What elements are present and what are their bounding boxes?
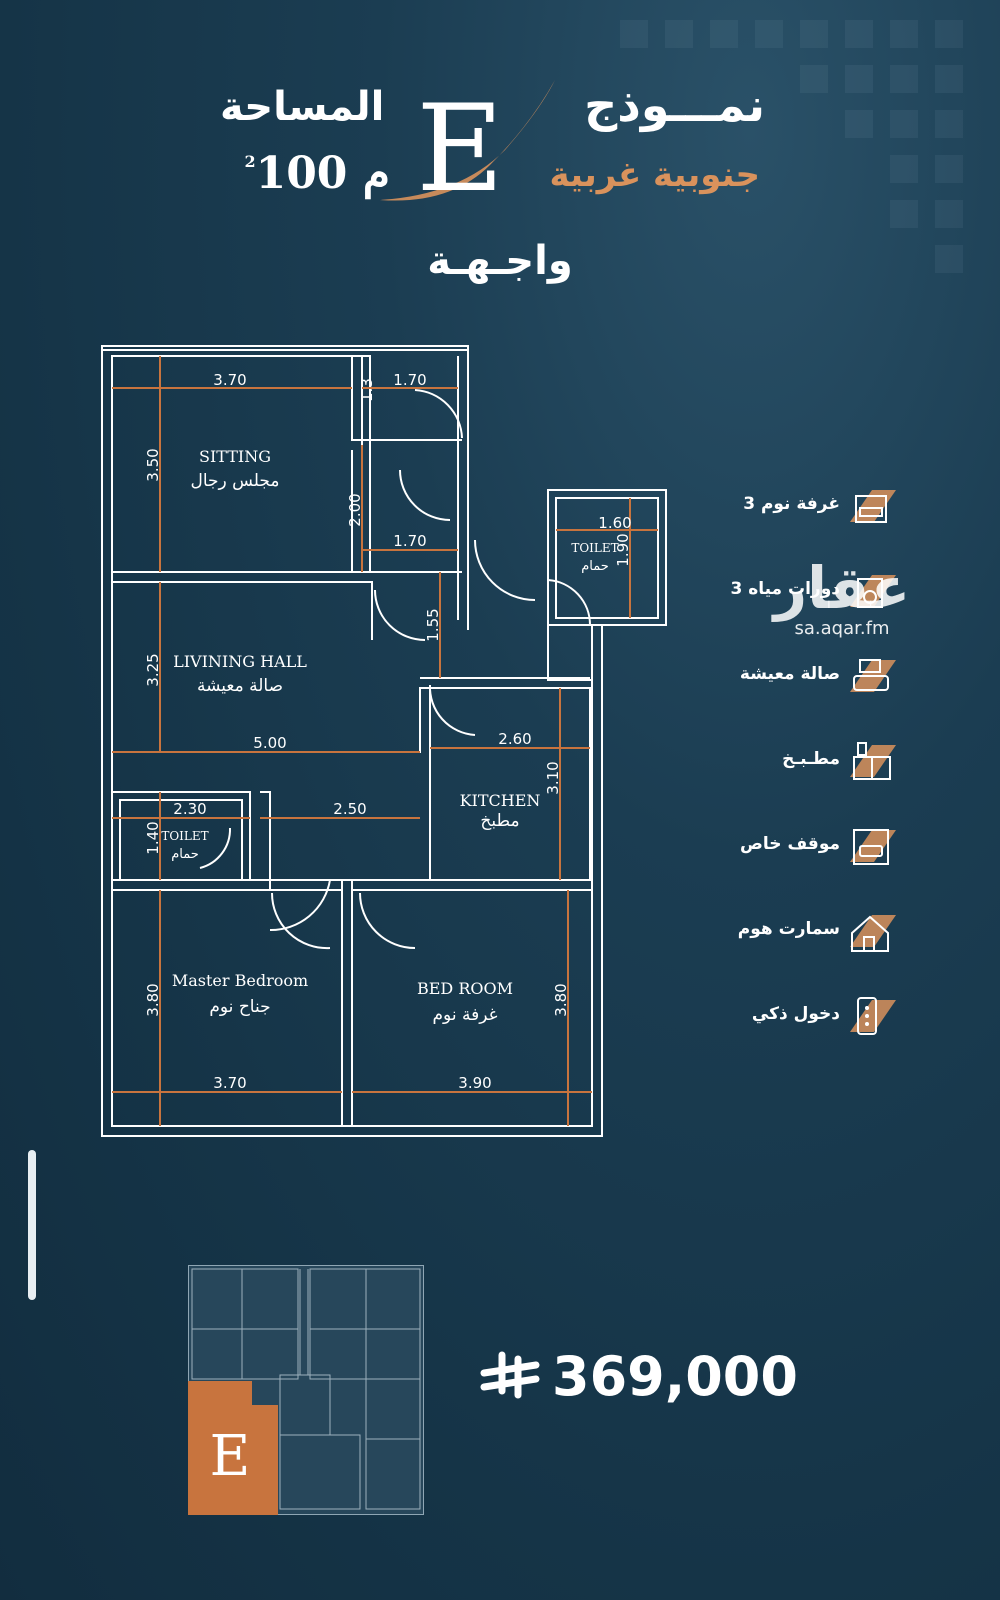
floor-plan: 3.70 1.70 1.3 3.50 2.00 1.70 1.60 1.90 1… (101, 345, 667, 1137)
feature-label: مطـبـخ (782, 749, 840, 769)
room-label-en: TOILET (571, 541, 618, 555)
dim-label: 3.25 (144, 653, 162, 686)
dim-label: 1.40 (144, 821, 162, 854)
price-value: 369,000 (552, 1345, 798, 1408)
area-label: المساحة (220, 84, 385, 130)
riyal-icon (480, 1351, 540, 1399)
dim-label: 2.60 (498, 730, 531, 748)
price: 369,000 (480, 1345, 820, 1415)
room-label-en: BED ROOM (417, 979, 513, 998)
dim-label: 3.70 (213, 1074, 246, 1092)
room-label-en: Master Bedroom (172, 971, 308, 990)
room-label-en: TOILET (161, 829, 208, 843)
watermark-logo: عقار (773, 554, 911, 622)
area-unit-sup: 2 (244, 152, 256, 171)
parking-icon (850, 829, 896, 865)
room-label-ar: غرفة نوم (433, 1005, 498, 1025)
feature-item: 3 غرفة نوم (700, 480, 910, 540)
dim-label: 2.50 (333, 800, 366, 818)
dim-label: 2.30 (173, 800, 206, 818)
feature-item: 3 دورات مياه (700, 565, 910, 625)
model-letter-logo: E (380, 80, 555, 219)
feature-label: 3 دورات مياه (730, 579, 840, 599)
feature-label: دخول ذكي (751, 1004, 840, 1024)
watermark: عقار sa.aqar.fm (762, 558, 922, 658)
dim-label: 3.50 (144, 448, 162, 481)
area-number: 100 م (255, 148, 390, 199)
smart-home-icon (850, 915, 896, 952)
room-label-ar: مطبخ (480, 811, 519, 831)
kitchen-icon (850, 742, 896, 780)
dim-label: 3.80 (552, 983, 570, 1016)
dim-label: 5.00 (253, 734, 286, 752)
dim-label: 3.10 (544, 761, 562, 794)
dim-label: 3.90 (458, 1074, 491, 1092)
dim-label: 2.00 (346, 493, 364, 526)
bathroom-icon (850, 575, 896, 608)
room-label-ar: مجلس رجال (190, 471, 279, 491)
feature-label: 3 غرفة نوم (743, 494, 840, 514)
dim-label: 1.3 (358, 378, 376, 402)
facade-label: واجـهـة (427, 238, 573, 284)
feature-item: موقف خاص (700, 820, 910, 880)
living-room-icon (850, 659, 896, 692)
mini-plan-letter: E (210, 1424, 251, 1489)
model-letter: E (416, 80, 504, 219)
feature-item: صالة معيشة (700, 650, 910, 710)
dim-label: 1.70 (393, 371, 426, 389)
feature-item: دخول ذكي (700, 990, 910, 1050)
feature-label: سمارت هوم (737, 919, 840, 939)
room-label-ar: جناح نوم (209, 997, 270, 1017)
orientation-label: جنوبية غربية (549, 155, 760, 195)
feature-label: صالة معيشة (739, 664, 840, 684)
dim-label: 1.90 (614, 533, 632, 566)
model-label: نمـــوذج (584, 78, 765, 132)
dim-label: 3.80 (144, 983, 162, 1016)
smart-entry-icon (850, 997, 896, 1035)
scrollbar[interactable] (28, 1150, 36, 1300)
room-label-ar: صالة معيشة (197, 676, 283, 696)
bedroom-icon (850, 490, 896, 523)
dim-label: 3.70 (213, 371, 246, 389)
room-label-en: KITCHEN (460, 791, 541, 810)
dim-label: 1.55 (424, 608, 442, 641)
dim-label: 1.60 (598, 514, 631, 532)
room-label-ar: حمام (171, 847, 199, 862)
room-label-en: SITTING (199, 447, 271, 466)
dim-label: 1.70 (393, 532, 426, 550)
room-label-en: LIVINING HALL (173, 652, 307, 671)
mini-building-plan: E (188, 1265, 424, 1515)
feature-item: سمارت هوم (700, 905, 910, 965)
area-value: 2100 م (240, 148, 390, 199)
watermark-url: sa.aqar.fm (794, 618, 890, 639)
feature-label: موقف خاص (740, 834, 840, 854)
feature-item: مطـبـخ (700, 735, 910, 795)
room-label-ar: حمام (581, 559, 609, 574)
